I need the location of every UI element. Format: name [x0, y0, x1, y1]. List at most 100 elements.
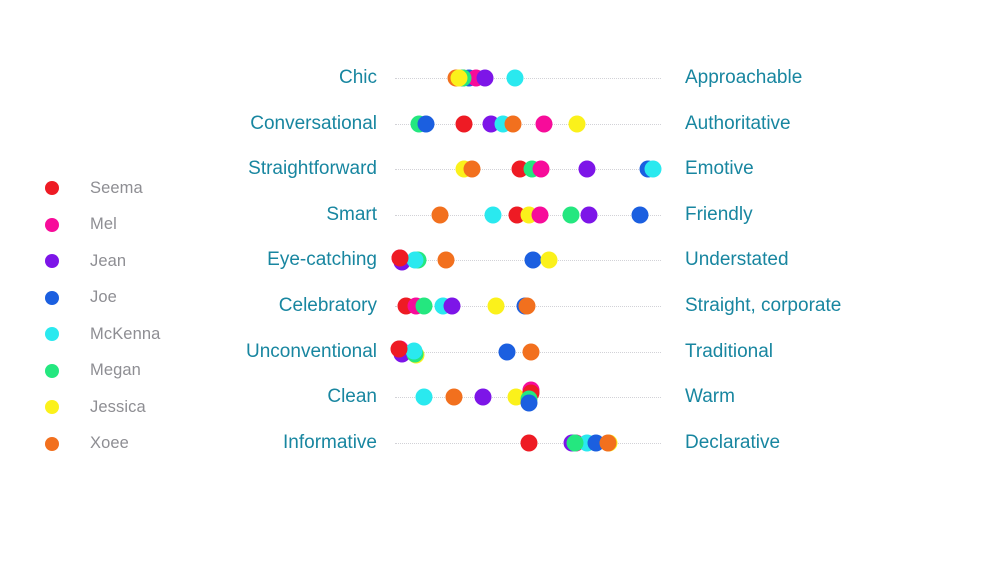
row-label-left: Celebratory: [278, 295, 377, 316]
data-point-mckenna[interactable]: [415, 388, 433, 406]
legend-item[interactable]: Jessica: [45, 389, 210, 426]
row-label-left: Conversational: [250, 112, 377, 134]
data-point-mckenna[interactable]: [484, 206, 502, 224]
data-point-jessica[interactable]: [568, 115, 586, 133]
data-point-joe[interactable]: [524, 251, 542, 269]
data-point-jean[interactable]: [474, 388, 492, 406]
row-gridline: [395, 123, 661, 125]
data-point-seema[interactable]: [520, 434, 538, 452]
chart-row: Celebratory Straight, corporate: [0, 283, 1000, 329]
row-track: [395, 381, 661, 412]
legend-item[interactable]: Megan: [45, 353, 210, 390]
row-label-right: Traditional: [685, 340, 774, 362]
data-point-xoee[interactable]: [504, 115, 522, 133]
row-track: [391, 247, 661, 273]
row-label-right: Straight, corporate: [685, 295, 842, 316]
legend-color-swatch-icon: [45, 436, 59, 451]
data-point-xoee[interactable]: [518, 297, 536, 315]
data-point-seema[interactable]: [455, 115, 473, 133]
data-point-jean[interactable]: [443, 297, 461, 315]
data-point-mckenna[interactable]: [506, 69, 524, 87]
row-track: [395, 430, 661, 456]
row-label-right: Friendly: [685, 203, 753, 225]
data-point-jean[interactable]: [476, 69, 494, 87]
row-track: [395, 65, 661, 91]
data-point-xoee[interactable]: [445, 388, 463, 406]
legend-item[interactable]: Seema: [45, 170, 210, 207]
data-point-megan[interactable]: [415, 297, 433, 315]
legend-label: Joe: [90, 288, 117, 307]
row-track: [395, 156, 662, 182]
data-point-xoee[interactable]: [522, 343, 540, 361]
data-point-jessica[interactable]: [540, 251, 558, 269]
data-point-joe[interactable]: [631, 206, 649, 224]
data-point-jessica[interactable]: [450, 69, 468, 87]
data-point-mel[interactable]: [535, 115, 553, 133]
data-point-joe[interactable]: [498, 343, 516, 361]
legend-label: McKenna: [90, 324, 161, 343]
legend-label: Jean: [90, 251, 127, 270]
data-point-mel[interactable]: [531, 206, 549, 224]
legend-color-swatch-icon: [45, 181, 59, 196]
legend-color-swatch-icon: [45, 327, 59, 342]
data-point-mckenna[interactable]: [644, 160, 662, 178]
data-point-mckenna[interactable]: [405, 342, 423, 360]
data-point-xoee[interactable]: [437, 251, 455, 269]
chart-row: Unconventional Traditional: [0, 329, 1000, 375]
legend-color-swatch-icon: [45, 290, 59, 305]
legend-label: Xoee: [90, 434, 129, 453]
legend-color-swatch-icon: [45, 363, 59, 378]
row-label-right: Declarative: [685, 431, 781, 453]
chart-row: Straightforward Emotive: [0, 146, 1000, 192]
row-label-left: Chic: [338, 67, 377, 88]
data-point-xoee[interactable]: [463, 160, 481, 178]
data-point-seema[interactable]: [391, 249, 409, 267]
data-point-jean[interactable]: [578, 160, 596, 178]
row-label-right: Warm: [685, 386, 735, 408]
chart-row: Smart Friendly: [0, 192, 1000, 238]
legend-item[interactable]: Xoee: [45, 426, 210, 463]
legend-item[interactable]: Joe: [45, 280, 210, 317]
data-point-seema[interactable]: [390, 340, 408, 358]
data-point-jean[interactable]: [580, 206, 598, 224]
row-label-left: Unconventional: [246, 340, 377, 362]
data-point-xoee[interactable]: [599, 434, 617, 452]
legend-color-swatch-icon: [45, 400, 59, 415]
row-label-left: Clean: [327, 386, 377, 408]
chart-row: Informative Declarative: [0, 420, 1000, 466]
data-point-joe[interactable]: [520, 394, 538, 412]
data-point-megan[interactable]: [562, 206, 580, 224]
data-point-joe[interactable]: [417, 115, 435, 133]
data-point-megan[interactable]: [566, 434, 584, 452]
row-track: [395, 111, 661, 137]
row-label-left: Straightforward: [248, 158, 377, 180]
row-label-right: Approachable: [685, 67, 803, 88]
row-track: [395, 293, 661, 319]
data-point-jessica[interactable]: [487, 297, 505, 315]
legend-item[interactable]: Jean: [45, 243, 210, 280]
legend-label: Jessica: [90, 397, 146, 416]
legend-item[interactable]: Mel: [45, 207, 210, 244]
data-point-jessica[interactable]: [507, 388, 525, 406]
row-label-left: Smart: [326, 203, 377, 225]
row-label-left: Informative: [283, 431, 377, 453]
row-label-left: Eye-catching: [267, 249, 377, 271]
legend-label: Mel: [90, 215, 117, 234]
data-point-mckenna[interactable]: [406, 251, 424, 269]
data-point-mel[interactable]: [532, 160, 550, 178]
row-track: [395, 202, 661, 228]
legend-label: Seema: [90, 178, 143, 197]
legend-label: Megan: [90, 361, 141, 380]
chart-row: Chic Approachable: [0, 55, 1000, 101]
legend-color-swatch-icon: [45, 217, 59, 232]
row-track: [390, 339, 661, 365]
legend-item[interactable]: McKenna: [45, 316, 210, 353]
row-gridline: [395, 78, 661, 79]
row-label-right: Emotive: [685, 158, 754, 180]
data-point-xoee[interactable]: [431, 206, 449, 224]
chart-row: Clean Warm: [0, 374, 1000, 420]
